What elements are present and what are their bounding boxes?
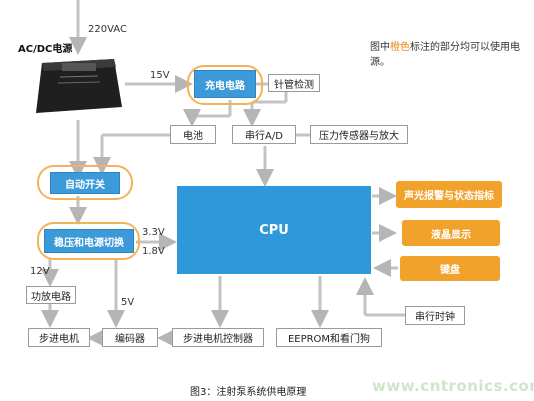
charge-circuit-box: 充电电路 [194, 70, 256, 98]
regulator-box: 稳压和电源切换 [44, 229, 134, 253]
tube-detect-box: 针管检测 [268, 74, 320, 92]
auto-switch-box: 自动开关 [50, 172, 120, 194]
15v-label: 15V [150, 70, 170, 81]
pressure-sensor-box: 压力传感器与放大 [310, 125, 408, 144]
note-text-before: 图中 [370, 42, 390, 53]
alarm-status-box: 声光报警与状态指标 [396, 181, 502, 208]
auto-switch-highlight [37, 165, 133, 200]
note-text-highlight: 橙色 [390, 42, 410, 53]
figure-caption: 图3：注射泵系统供电原理 [190, 387, 307, 398]
ac-dc-source-label: AC/DC电源 [18, 44, 73, 55]
legend-note: 图中橙色标注的部分均可以使用电源。 [370, 40, 525, 70]
power-amp-box: 功放电路 [26, 286, 76, 304]
cpu-box: CPU [177, 186, 371, 274]
1v8-label: 1.8V [142, 246, 165, 257]
note-text-after: 标注的部分均可以使用电源。 [370, 42, 520, 68]
encoder-box: 编码器 [102, 328, 158, 347]
5v-label: 5V [121, 297, 135, 308]
regulator-highlight [37, 222, 140, 260]
3v3-label: 3.3V [142, 227, 165, 238]
lcd-display-box: 液晶显示 [402, 220, 500, 246]
serial-clock-box: 串行时钟 [405, 306, 465, 325]
eeprom-watchdog-box: EEPROM和看门狗 [276, 328, 382, 347]
ac-voltage-label: 220VAC [88, 24, 127, 35]
charge-circuit-highlight [187, 65, 263, 105]
12v-label: 12V [30, 266, 50, 277]
ac-dc-module-image [32, 55, 124, 117]
stepper-motor-box: 步进电机 [28, 328, 90, 347]
keypad-box: 键盘 [400, 256, 500, 281]
battery-box: 电池 [170, 125, 216, 144]
watermark: www.cntronics.com [372, 377, 534, 395]
serial-ad-box: 串行A/D [232, 125, 296, 144]
stepper-controller-box: 步进电机控制器 [172, 328, 264, 347]
